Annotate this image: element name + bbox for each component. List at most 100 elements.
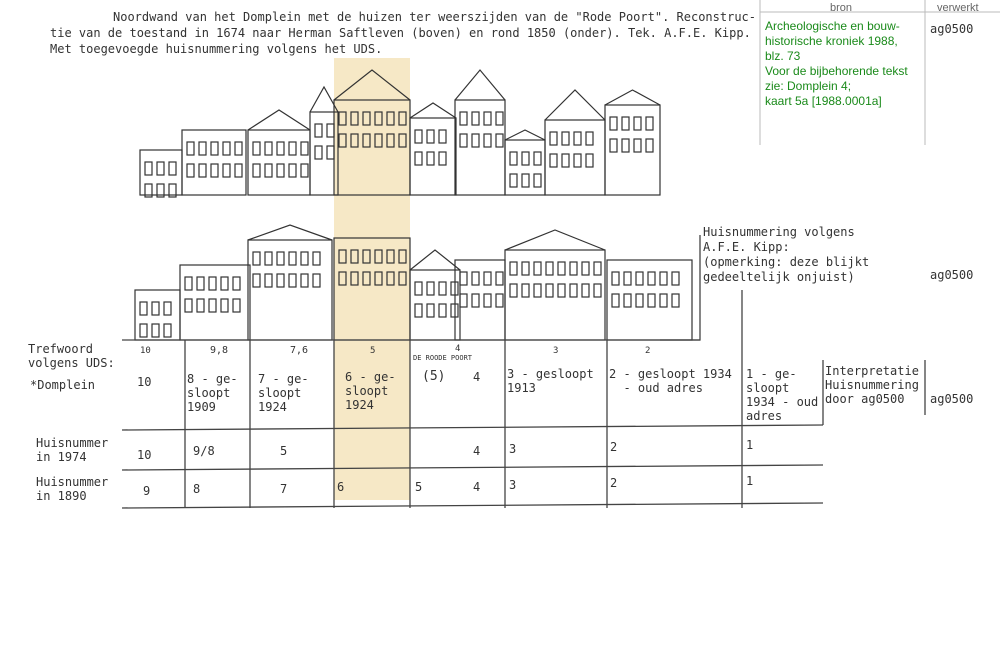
facade-stroke: [557, 283, 566, 298]
facade-stroke: [234, 141, 243, 156]
facade-stroke: [585, 153, 594, 168]
facade-stroke: [196, 298, 205, 313]
bron-text: Archeologische en bouw- historische kron…: [765, 19, 908, 109]
uds-cell: 1 - ge- sloopt 1934 - oud adres: [746, 367, 819, 423]
facade-stroke: [659, 271, 668, 286]
facade-stroke: [409, 269, 461, 341]
facade-stroke: [338, 133, 347, 148]
h1974-cell: 1: [746, 438, 754, 452]
uds-cell: 10: [137, 375, 152, 389]
facade-stroke: [414, 281, 423, 296]
facade-stroke: [409, 117, 457, 196]
label-line: Trefwoord: [28, 342, 94, 356]
label-line: Huisnummer: [36, 475, 109, 489]
kipp-number: 10: [140, 346, 151, 356]
facade-stroke: [495, 293, 504, 308]
facade-stroke: [459, 293, 468, 308]
facade-stroke: [623, 271, 632, 286]
facade-stroke: [264, 163, 273, 178]
facade-stroke: [184, 276, 193, 291]
facade-stroke: [374, 111, 383, 126]
facade-stroke: [276, 251, 285, 266]
caption-line-3: Met toegevoegde huisnummering volgens he…: [50, 42, 383, 56]
facade-stroke: [504, 129, 546, 141]
uds-cell: (5): [422, 369, 446, 384]
facade-stroke: [438, 303, 447, 318]
bron-line: blz. 73: [765, 49, 801, 63]
facade-stroke: [549, 153, 558, 168]
verwerkt-header: verwerkt: [937, 2, 979, 14]
facade-stroke: [495, 271, 504, 286]
facade-stroke: [495, 111, 504, 126]
facade-stroke: [533, 173, 542, 188]
h1890-cell: 2: [610, 476, 618, 490]
facade-stroke: [483, 111, 492, 126]
h1890-cell: 3: [509, 478, 517, 492]
facade-stroke: [314, 145, 323, 160]
facade-stroke: [184, 298, 193, 313]
facade-stroke: [623, 293, 632, 308]
kipp-number: 7,6: [290, 345, 309, 356]
h1890-cell: 8: [193, 482, 201, 496]
facade-stroke: [659, 293, 668, 308]
facade-stroke: [156, 183, 165, 198]
facade-stroke: [264, 273, 273, 288]
facade-stroke: [593, 283, 602, 298]
facade-stroke: [139, 323, 148, 338]
uds-cell: 3 - gesloopt 1913: [507, 367, 594, 395]
facade-stroke: [483, 293, 492, 308]
facade-stroke: [426, 151, 435, 166]
roode-poort-label: DE ROODE POORT: [413, 354, 473, 362]
facade-stroke: [581, 261, 590, 276]
h1974-cell: 4: [473, 444, 481, 458]
facade-stroke: [181, 129, 247, 196]
facade-stroke: [288, 251, 297, 266]
label-line: volgens UDS:: [28, 356, 115, 370]
facade-stroke: [459, 271, 468, 286]
bron-line: kaart 5a [1988.0001a]: [765, 94, 882, 108]
facade-stroke: [247, 239, 333, 341]
facade-stroke: [264, 251, 273, 266]
label-line: Huisnummer: [36, 436, 109, 450]
h1890-cell: 9: [143, 484, 151, 498]
facade-stroke: [312, 273, 321, 288]
facade-stroke: [398, 249, 407, 264]
facade-stroke: [471, 271, 480, 286]
facade-stroke: [545, 283, 554, 298]
facade-stroke: [362, 249, 371, 264]
facade-stroke: [151, 301, 160, 316]
facade-stroke: [163, 323, 172, 338]
caption-line-2: tie van de toestand in 1674 naar Herman …: [50, 26, 751, 40]
facade-stroke: [414, 151, 423, 166]
facade-stroke: [426, 281, 435, 296]
facade-stroke: [300, 273, 309, 288]
facade-stroke: [386, 111, 395, 126]
kipp-note-line: gedeeltelijk onjuist): [703, 270, 855, 284]
facade-stroke: [471, 111, 480, 126]
facade-stroke: [300, 141, 309, 156]
kipp-note-line: A.F.E. Kipp:: [703, 240, 790, 254]
facade-stroke: [645, 116, 654, 131]
h1890-cell: 6: [337, 480, 345, 494]
facade-stroke: [374, 271, 383, 286]
label-line: in 1890: [36, 489, 87, 503]
facade-stroke: [609, 116, 618, 131]
facade-stroke: [350, 133, 359, 148]
facade-stroke: [208, 276, 217, 291]
facade-stroke: [333, 69, 411, 101]
facade-stroke: [163, 301, 172, 316]
facade-stroke: [585, 131, 594, 146]
facade-stroke: [581, 283, 590, 298]
facade-stroke: [509, 261, 518, 276]
facade-stroke: [252, 273, 261, 288]
facade-stroke: [326, 145, 335, 160]
bron-line: zie: Domplein 4;: [765, 79, 852, 93]
facade-stroke: [234, 163, 243, 178]
facade-stroke: [362, 111, 371, 126]
facade-stroke: [312, 251, 321, 266]
h1974-cell: 3: [509, 442, 517, 456]
kipp-note-line: (opmerking: deze blijkt: [703, 255, 870, 269]
uds-cell: 7 - ge- sloopt 1924: [258, 372, 309, 414]
